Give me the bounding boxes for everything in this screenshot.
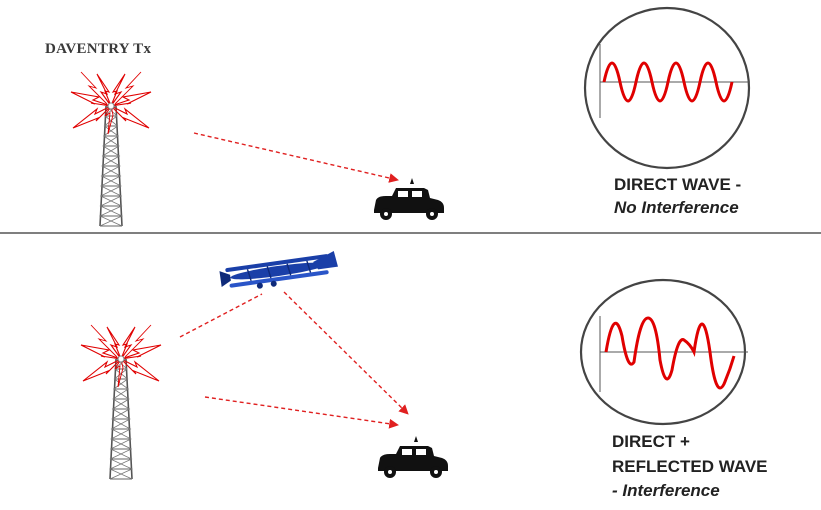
oscilloscope-icon (583, 6, 751, 170)
top-caption-line2: No Interference (614, 198, 739, 217)
interference-wave-trace (604, 316, 736, 390)
reflected-path-up-arrow (179, 293, 263, 338)
reflected-path-down-arrow (283, 291, 409, 415)
bottom-caption-line3: - Interference (612, 481, 720, 500)
direct-path-arrow (193, 132, 399, 183)
bottom-caption-line1: DIRECT + (612, 432, 690, 451)
radio-tower-icon (70, 71, 152, 227)
oscilloscope-icon (579, 278, 748, 426)
direct-path-arrow (204, 396, 399, 429)
direct-wave-trace (602, 61, 734, 103)
top-caption-line1: DIRECT WAVE - (614, 175, 741, 194)
car-icon (378, 436, 448, 478)
bottom-caption-line2: REFLECTED WAVE (612, 457, 768, 476)
bottom-caption-dash: - (612, 481, 622, 500)
biplane-icon (219, 251, 338, 289)
bottom-caption-interference: Interference (622, 481, 719, 500)
car-icon (374, 178, 444, 220)
transmitter-label: DAVENTRY Tx (45, 41, 151, 57)
radio-tower-icon (80, 324, 162, 480)
